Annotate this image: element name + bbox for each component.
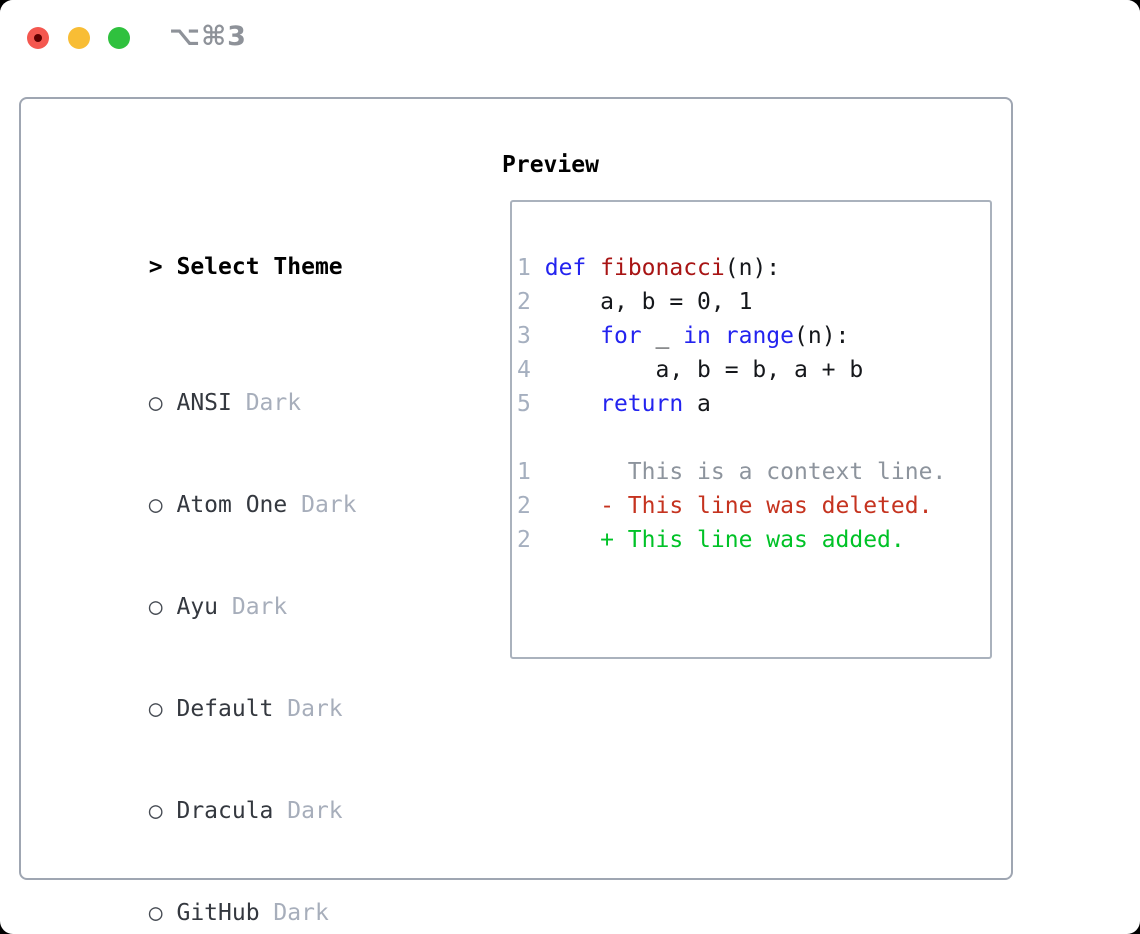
- diff-deleted-line: 2 - This line was deleted.: [517, 493, 933, 519]
- select-theme-header: > Select Theme: [38, 216, 440, 280]
- code-line: 4 a, b = b, a + b: [517, 357, 864, 383]
- maximize-button[interactable]: [108, 27, 130, 49]
- theme-option-dracula-dark[interactable]: ○ Dracula Dark: [38, 760, 440, 824]
- code-line: 3 for _ in range(n):: [517, 323, 850, 349]
- theme-option-ansi-dark[interactable]: ○ ANSI Dark: [38, 352, 440, 416]
- diff-context-line: 1 This is a context line.: [517, 459, 947, 485]
- code-line: 2 a, b = 0, 1: [517, 289, 753, 315]
- theme-name: ANSI: [176, 390, 232, 416]
- theme-option-ayu-dark[interactable]: ○ Ayu Dark: [38, 556, 440, 620]
- theme-name: Dracula: [176, 798, 274, 824]
- preview-title: Preview: [502, 152, 599, 178]
- theme-name: Ayu: [176, 594, 219, 620]
- prompt-icon: >: [148, 254, 163, 280]
- radio-off-icon: ○: [148, 390, 163, 416]
- code-preview: 1 def fibonacci(n): 2 a, b = 0, 1 3 for …: [510, 200, 992, 659]
- theme-option-github-dark[interactable]: ○ GitHub Dark: [38, 862, 440, 926]
- radio-off-icon: ○: [148, 798, 163, 824]
- theme-variant: Dark: [273, 900, 329, 926]
- radio-off-icon: ○: [148, 492, 163, 518]
- close-button[interactable]: [27, 27, 49, 49]
- radio-off-icon: ○: [148, 900, 163, 926]
- diff-added-line: 2 + This line was added.: [517, 527, 905, 553]
- theme-variant: Dark: [231, 594, 288, 620]
- blank-line: [517, 421, 990, 455]
- window-shortcut-label: ⌥⌘3: [169, 21, 247, 52]
- minimize-button[interactable]: [68, 27, 90, 49]
- theme-name: Default: [176, 696, 274, 722]
- radio-off-icon: ○: [148, 696, 163, 722]
- theme-name: Atom One: [176, 492, 288, 518]
- theme-variant: Dark: [245, 390, 302, 416]
- title-bar: ⌥⌘3: [0, 0, 1140, 78]
- code-line: 1 def fibonacci(n):: [517, 255, 781, 281]
- theme-name: GitHub: [176, 900, 260, 926]
- theme-option-atom-one-dark[interactable]: ○ Atom One Dark: [38, 454, 440, 518]
- close-dot-icon: [34, 34, 42, 42]
- theme-variant: Dark: [287, 798, 343, 824]
- radio-off-icon: ○: [148, 594, 163, 620]
- theme-option-default-dark[interactable]: ○ Default Dark: [38, 658, 440, 722]
- code-line: 5 return a: [517, 391, 711, 417]
- list-title: Select Theme: [176, 254, 343, 280]
- theme-variant: Dark: [287, 696, 343, 722]
- theme-variant: Dark: [301, 492, 357, 518]
